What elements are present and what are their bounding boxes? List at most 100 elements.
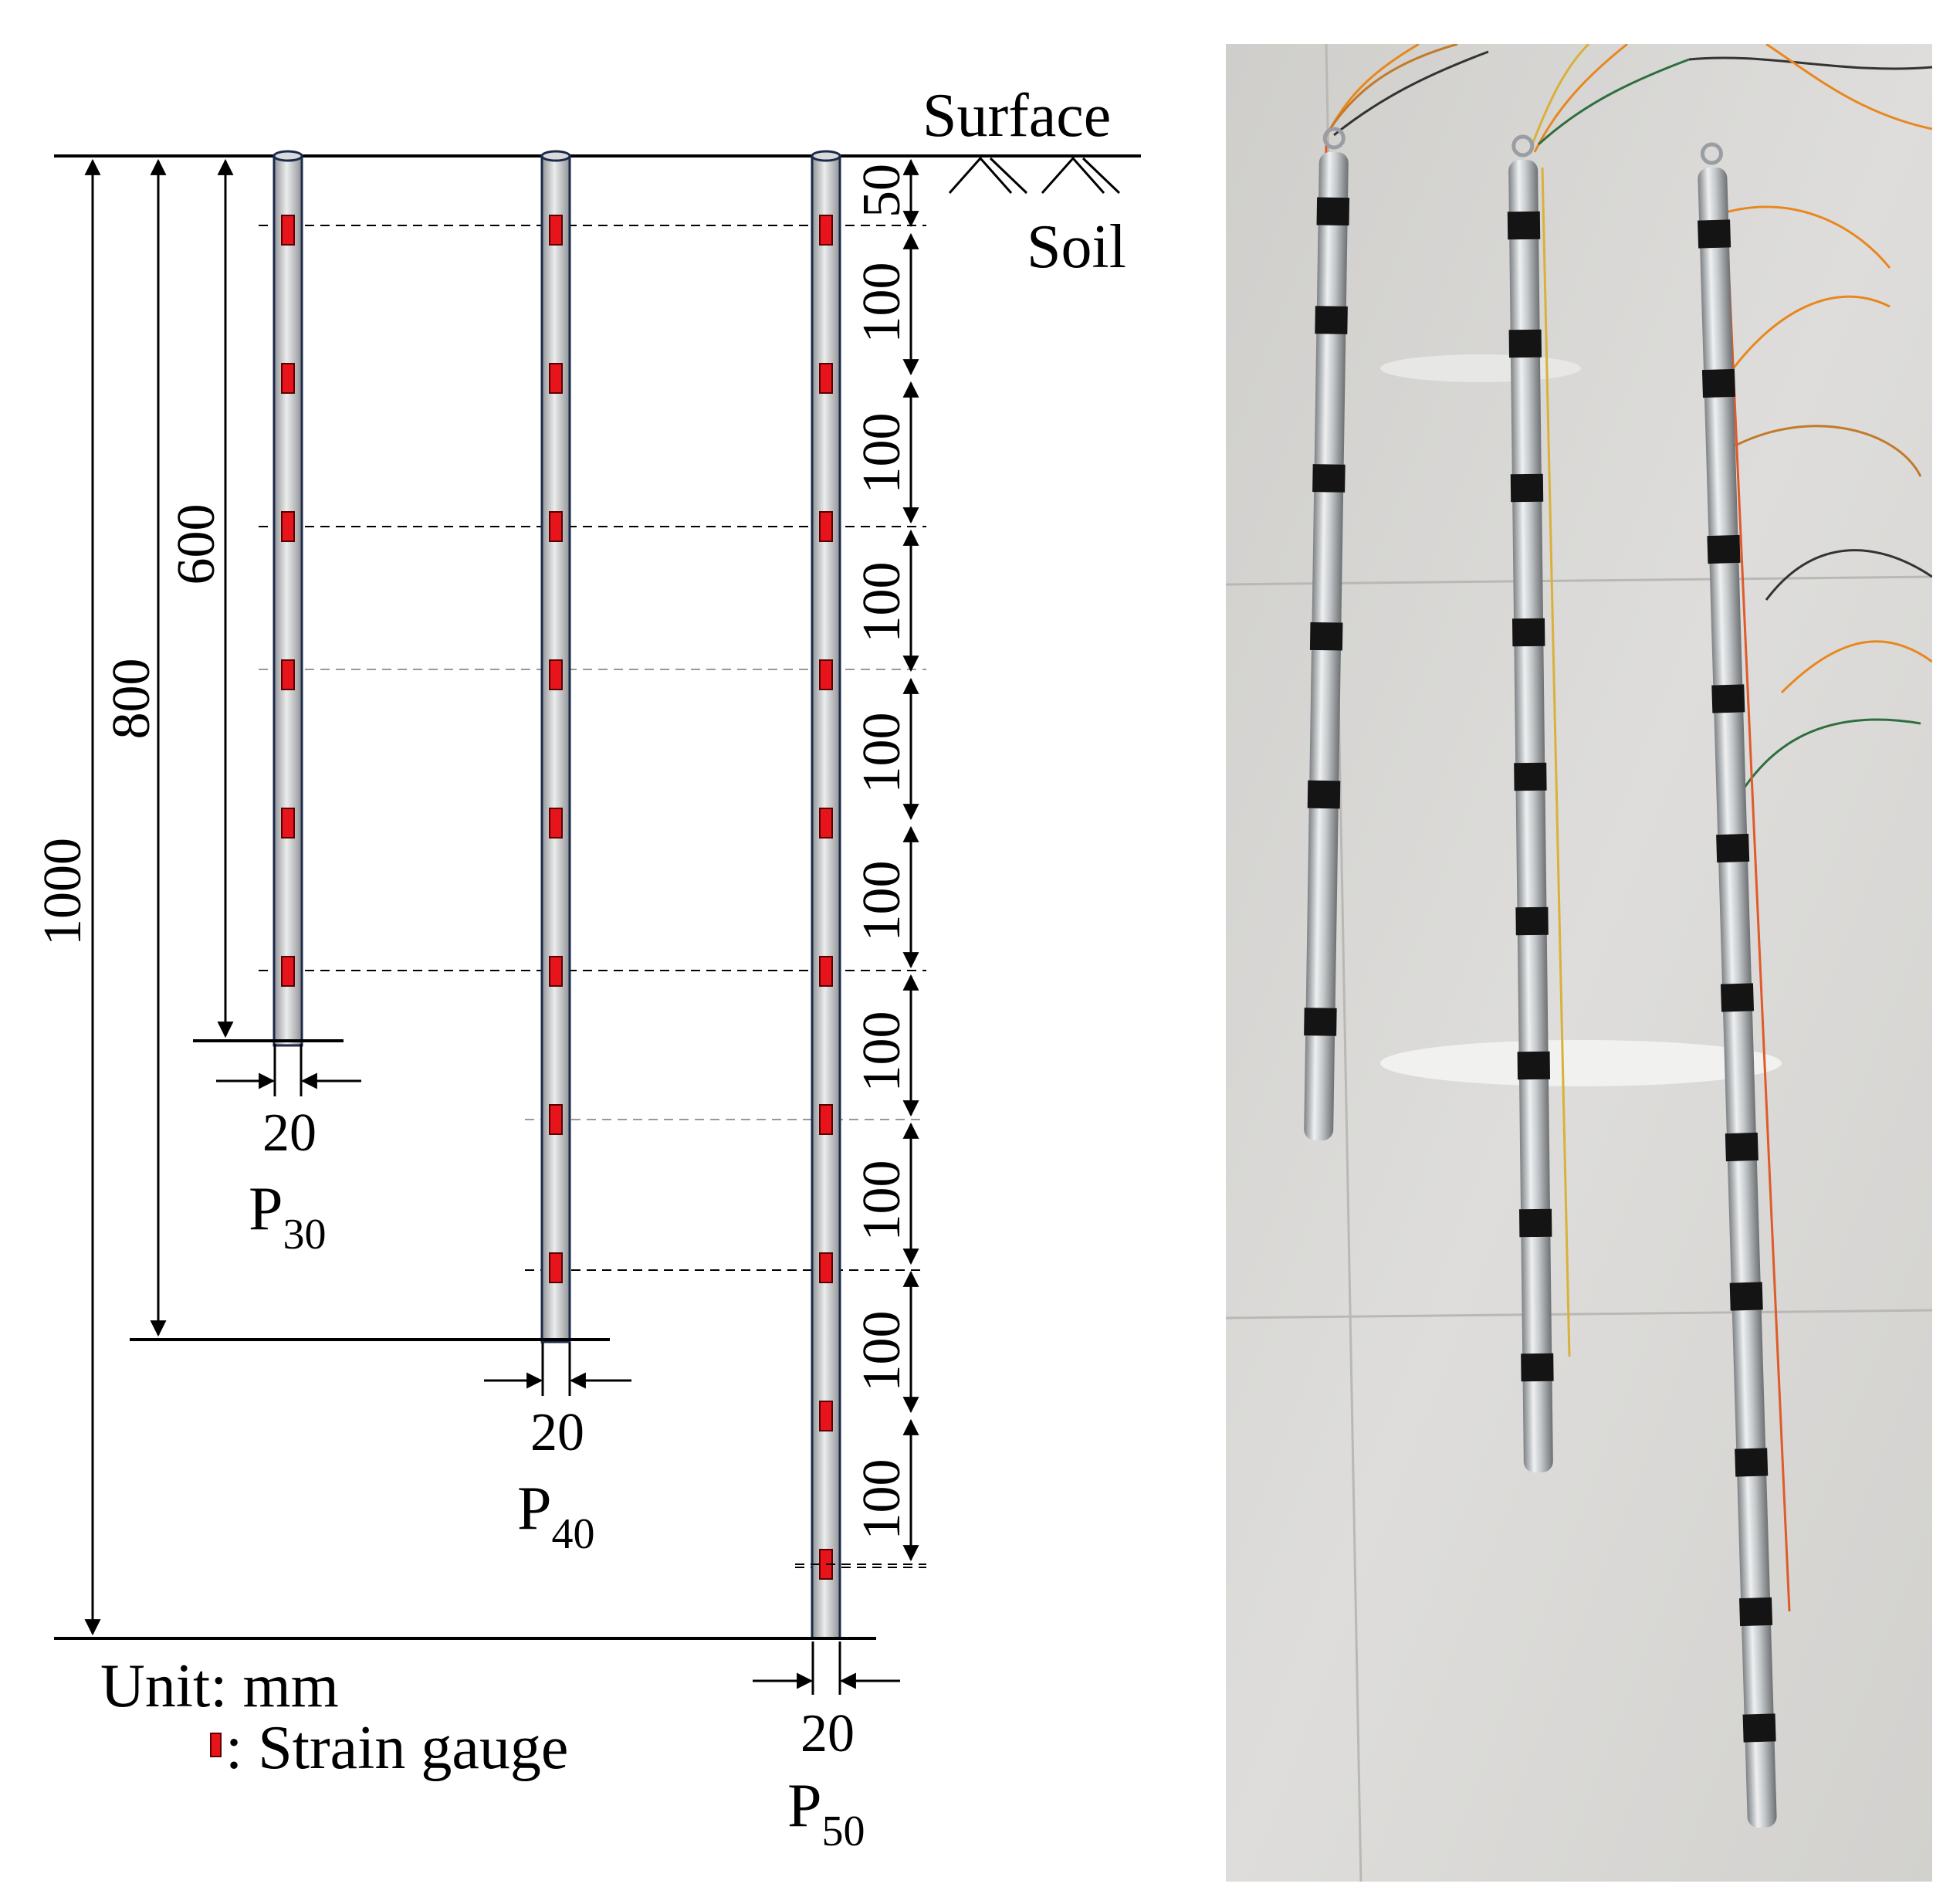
strain-gauge bbox=[281, 659, 295, 690]
tape-band bbox=[1711, 684, 1745, 713]
p50-pile-body bbox=[811, 154, 841, 1640]
strain-gauge bbox=[281, 956, 295, 987]
pile-model-photo bbox=[1226, 44, 1932, 1882]
photo-rod bbox=[1304, 127, 1350, 1141]
tape-band bbox=[1515, 906, 1549, 936]
tape-band bbox=[1307, 780, 1341, 809]
strain-gauge bbox=[819, 956, 833, 987]
light-reflection bbox=[1380, 354, 1581, 382]
tape-band bbox=[1316, 197, 1350, 226]
p30-subscript: 30 bbox=[283, 1211, 327, 1259]
segment-label: 100 bbox=[852, 562, 912, 643]
strain-gauge bbox=[549, 659, 563, 690]
tape-band bbox=[1315, 306, 1348, 334]
strain-gauge bbox=[549, 1252, 563, 1283]
p40-pile-body bbox=[540, 154, 571, 1343]
photo-rod bbox=[1698, 142, 1777, 1828]
strain-gauge bbox=[281, 215, 295, 246]
p40-name: P bbox=[517, 1475, 552, 1543]
p50-subscript: 50 bbox=[822, 1807, 865, 1855]
p40-diameter-label: 20 bbox=[530, 1403, 584, 1462]
tape-band bbox=[1729, 1282, 1763, 1311]
tape-band bbox=[1707, 534, 1741, 564]
tape-band bbox=[1739, 1597, 1773, 1627]
depth-800-label: 800 bbox=[102, 659, 161, 740]
p50-diameter-marker bbox=[753, 1641, 900, 1695]
strain-gauge bbox=[549, 215, 563, 246]
segment-label: 100 bbox=[852, 1011, 912, 1093]
strain-gauge bbox=[819, 659, 833, 690]
strain-gauges-layer bbox=[281, 215, 833, 1580]
p40-pile-label: P40 bbox=[517, 1475, 595, 1558]
p30-pile-top bbox=[272, 150, 303, 162]
p50-diameter-label: 20 bbox=[801, 1704, 855, 1763]
p30-diameter-label: 20 bbox=[262, 1103, 316, 1163]
segment-label: 100 bbox=[852, 713, 912, 794]
unit-label: Unit: mm bbox=[100, 1652, 339, 1720]
tape-band bbox=[1508, 329, 1542, 358]
strain-gauge bbox=[819, 1104, 833, 1135]
piles-layer bbox=[272, 150, 841, 1640]
p50-pile-label: P50 bbox=[787, 1772, 865, 1855]
tape-band bbox=[1304, 1008, 1337, 1036]
tape-band bbox=[1507, 211, 1541, 240]
tape-band bbox=[1521, 1353, 1554, 1382]
tape-band bbox=[1309, 622, 1343, 651]
tape-band bbox=[1701, 368, 1735, 398]
tape-band bbox=[1514, 762, 1547, 791]
strain-gauge bbox=[281, 808, 295, 839]
light-reflection bbox=[1380, 1040, 1782, 1086]
depth-1000-label: 1000 bbox=[33, 838, 93, 946]
lead-wires bbox=[1309, 44, 1932, 1612]
tape-band bbox=[1517, 1051, 1551, 1080]
p40-pile-top bbox=[540, 150, 571, 162]
strain-gauge bbox=[819, 215, 833, 246]
p50-pile-top bbox=[811, 150, 841, 162]
strain-gauge bbox=[819, 1401, 833, 1431]
p30-name: P bbox=[249, 1175, 283, 1243]
surface-label: Surface bbox=[922, 82, 1111, 150]
segment-dimension-chain bbox=[795, 158, 926, 1565]
soil-label: Soil bbox=[1027, 213, 1126, 281]
segment-label: 50 bbox=[852, 164, 912, 218]
segment-label: 100 bbox=[852, 1311, 912, 1392]
strain-gauge bbox=[819, 1252, 833, 1283]
tape-band bbox=[1725, 1132, 1759, 1162]
segment-label: 100 bbox=[852, 1160, 912, 1242]
p40-diameter-marker bbox=[484, 1343, 631, 1396]
strain-gauge bbox=[549, 1104, 563, 1135]
tape-band bbox=[1312, 464, 1346, 493]
tape-band bbox=[1735, 1448, 1769, 1477]
p30-pile-label: P30 bbox=[249, 1175, 327, 1259]
tape-band bbox=[1518, 1208, 1552, 1238]
soil-hatch-symbol bbox=[948, 156, 1121, 195]
segment-labels: 50 100 100 100 100 100 100 100 100 100 bbox=[852, 164, 912, 1540]
strain-gauge bbox=[549, 511, 563, 542]
strain-gauge bbox=[819, 808, 833, 839]
tape-band bbox=[1720, 983, 1755, 1012]
tape-band bbox=[1510, 473, 1544, 503]
p40-subscript: 40 bbox=[552, 1510, 595, 1558]
tape-band bbox=[1716, 833, 1750, 863]
strain-gauge-legend-label: : Strain gauge bbox=[225, 1714, 568, 1782]
strain-gauge bbox=[281, 363, 295, 394]
strain-gauge bbox=[549, 363, 563, 394]
depth-600-label: 600 bbox=[167, 504, 226, 585]
strain-gauge bbox=[819, 511, 833, 542]
strain-gauge bbox=[281, 511, 295, 542]
strain-gauge bbox=[549, 808, 563, 839]
segment-label: 100 bbox=[852, 861, 912, 942]
photo-rod bbox=[1507, 134, 1554, 1473]
p30-pile-body bbox=[272, 154, 303, 1047]
tape-band bbox=[1698, 219, 1731, 249]
p50-name: P bbox=[787, 1772, 822, 1840]
photo-rods-layer bbox=[1304, 127, 1777, 1828]
pile-schematic-diagram: Surface Soil 1000 800 600 50 100 100 100… bbox=[33, 82, 1141, 1855]
tape-band bbox=[1511, 618, 1545, 647]
segment-label: 100 bbox=[852, 1459, 912, 1540]
strain-gauge bbox=[549, 956, 563, 987]
segment-label: 100 bbox=[852, 413, 912, 494]
tape-band bbox=[1742, 1713, 1776, 1743]
p30-diameter-marker bbox=[216, 1044, 361, 1096]
